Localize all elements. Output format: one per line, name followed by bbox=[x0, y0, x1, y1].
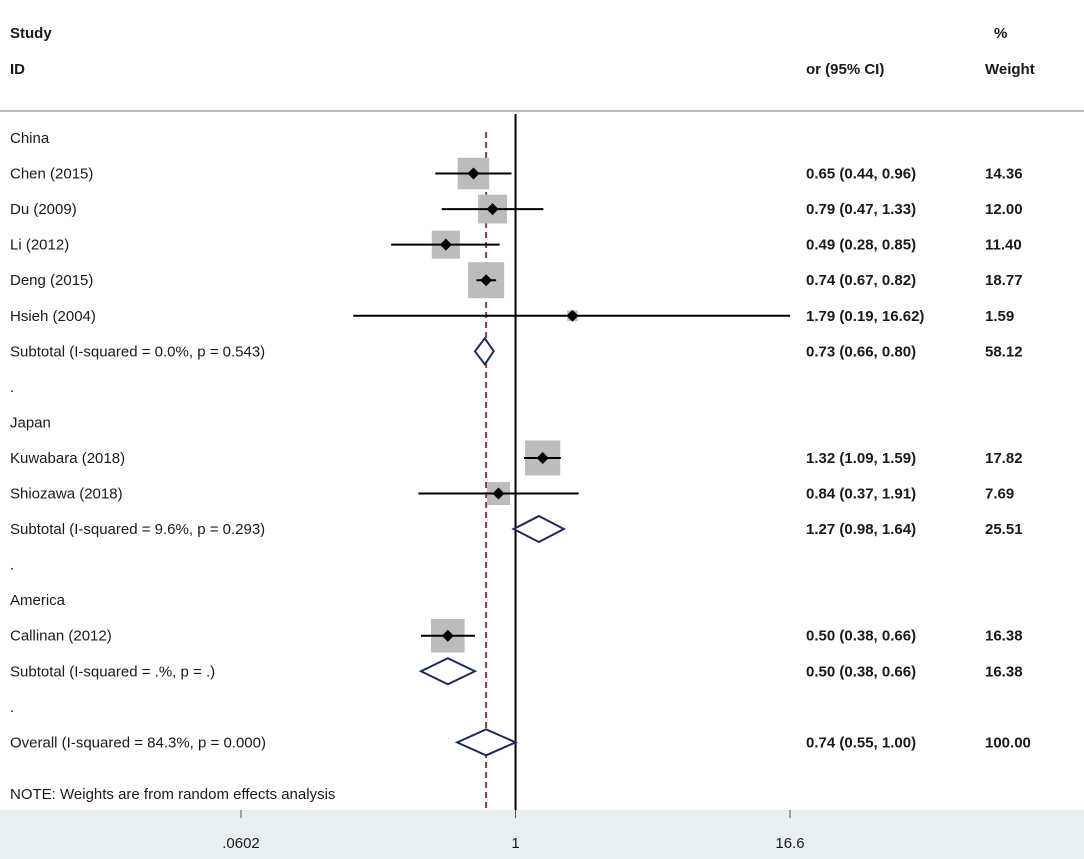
weight-text: 16.38 bbox=[985, 663, 1023, 680]
point-estimate bbox=[467, 167, 480, 180]
study-label: Shiozawa (2018) bbox=[10, 486, 123, 503]
ci-text: 0.79 (0.47, 1.33) bbox=[806, 201, 916, 218]
ci-text: 0.50 (0.38, 0.66) bbox=[806, 628, 916, 645]
group-label: China bbox=[10, 130, 50, 147]
ci-text: 1.32 (1.09, 1.59) bbox=[806, 450, 916, 467]
study-label: Chen (2015) bbox=[10, 166, 93, 183]
weight-text: 12.00 bbox=[985, 201, 1023, 218]
header-study-label: Study bbox=[10, 25, 52, 42]
ci-text: 0.65 (0.44, 0.96) bbox=[806, 166, 916, 183]
weight-text: 14.36 bbox=[985, 166, 1023, 183]
ci-text: 0.84 (0.37, 1.91) bbox=[806, 486, 916, 503]
ci-text: 0.74 (0.67, 0.82) bbox=[806, 272, 916, 289]
weight-text: 17.82 bbox=[985, 450, 1023, 467]
point-estimate bbox=[441, 629, 454, 642]
ci-text: 0.49 (0.28, 0.85) bbox=[806, 237, 916, 254]
tick-label: 16.6 bbox=[775, 835, 804, 852]
weight-text: 18.77 bbox=[985, 272, 1023, 289]
point-estimate bbox=[492, 487, 505, 500]
subtotal-label: Subtotal (I-squared = 9.6%, p = 0.293) bbox=[10, 521, 265, 538]
subtotal-diamond bbox=[473, 336, 495, 367]
subtotal-label: Subtotal (I-squared = .%, p = .) bbox=[10, 663, 215, 680]
tick-label: .0602 bbox=[222, 835, 260, 852]
group-label: Japan bbox=[10, 414, 51, 431]
axis-band bbox=[0, 810, 1084, 859]
header-ci-label: or (95% CI) bbox=[806, 61, 884, 78]
subtotal-label: Subtotal (I-squared = 0.0%, p = 0.543) bbox=[10, 343, 265, 360]
weight-text: 16.38 bbox=[985, 628, 1023, 645]
subtotal-diamond bbox=[511, 514, 567, 544]
point-estimate bbox=[486, 203, 499, 216]
point-estimate bbox=[439, 238, 452, 251]
weight-text: 100.00 bbox=[985, 734, 1031, 751]
overall-diamond bbox=[454, 728, 519, 757]
weight-text: 25.51 bbox=[985, 521, 1023, 538]
study-label: Li (2012) bbox=[10, 237, 69, 254]
header-id-label: ID bbox=[10, 61, 25, 78]
header-pct-label: % bbox=[994, 25, 1007, 42]
dot-label: . bbox=[10, 379, 14, 396]
study-label: Kuwabara (2018) bbox=[10, 450, 125, 467]
weight-text: 1.59 bbox=[985, 308, 1014, 325]
point-estimate bbox=[566, 309, 579, 322]
ci-text: 0.74 (0.55, 1.00) bbox=[806, 734, 916, 751]
dot-label: . bbox=[10, 699, 14, 716]
tick-label: 1 bbox=[511, 835, 519, 852]
study-label: Deng (2015) bbox=[10, 272, 93, 289]
ci-text: 1.27 (0.98, 1.64) bbox=[806, 521, 916, 538]
ticks-layer: .0602 1 16.6 bbox=[222, 810, 805, 852]
study-label: Hsieh (2004) bbox=[10, 308, 96, 325]
subtotal-diamond bbox=[418, 657, 478, 686]
point-estimate bbox=[480, 274, 493, 287]
weight-text: 58.12 bbox=[985, 343, 1023, 360]
ci-text: 0.50 (0.38, 0.66) bbox=[806, 663, 916, 680]
study-label: Callinan (2012) bbox=[10, 628, 112, 645]
ci-text: 1.79 (0.19, 16.62) bbox=[806, 308, 924, 325]
weight-text: 7.69 bbox=[985, 486, 1014, 503]
weight-text: 11.40 bbox=[985, 237, 1022, 254]
dot-label: . bbox=[10, 557, 14, 574]
note-text: NOTE: Weights are from random effects an… bbox=[10, 786, 335, 803]
header-weight-label: Weight bbox=[985, 61, 1035, 78]
point-estimate bbox=[536, 451, 549, 464]
study-label: Du (2009) bbox=[10, 201, 77, 218]
overall-label: Overall (I-squared = 84.3%, p = 0.000) bbox=[10, 734, 266, 751]
ci-text: 0.73 (0.66, 0.80) bbox=[806, 343, 916, 360]
group-label: America bbox=[10, 592, 66, 609]
